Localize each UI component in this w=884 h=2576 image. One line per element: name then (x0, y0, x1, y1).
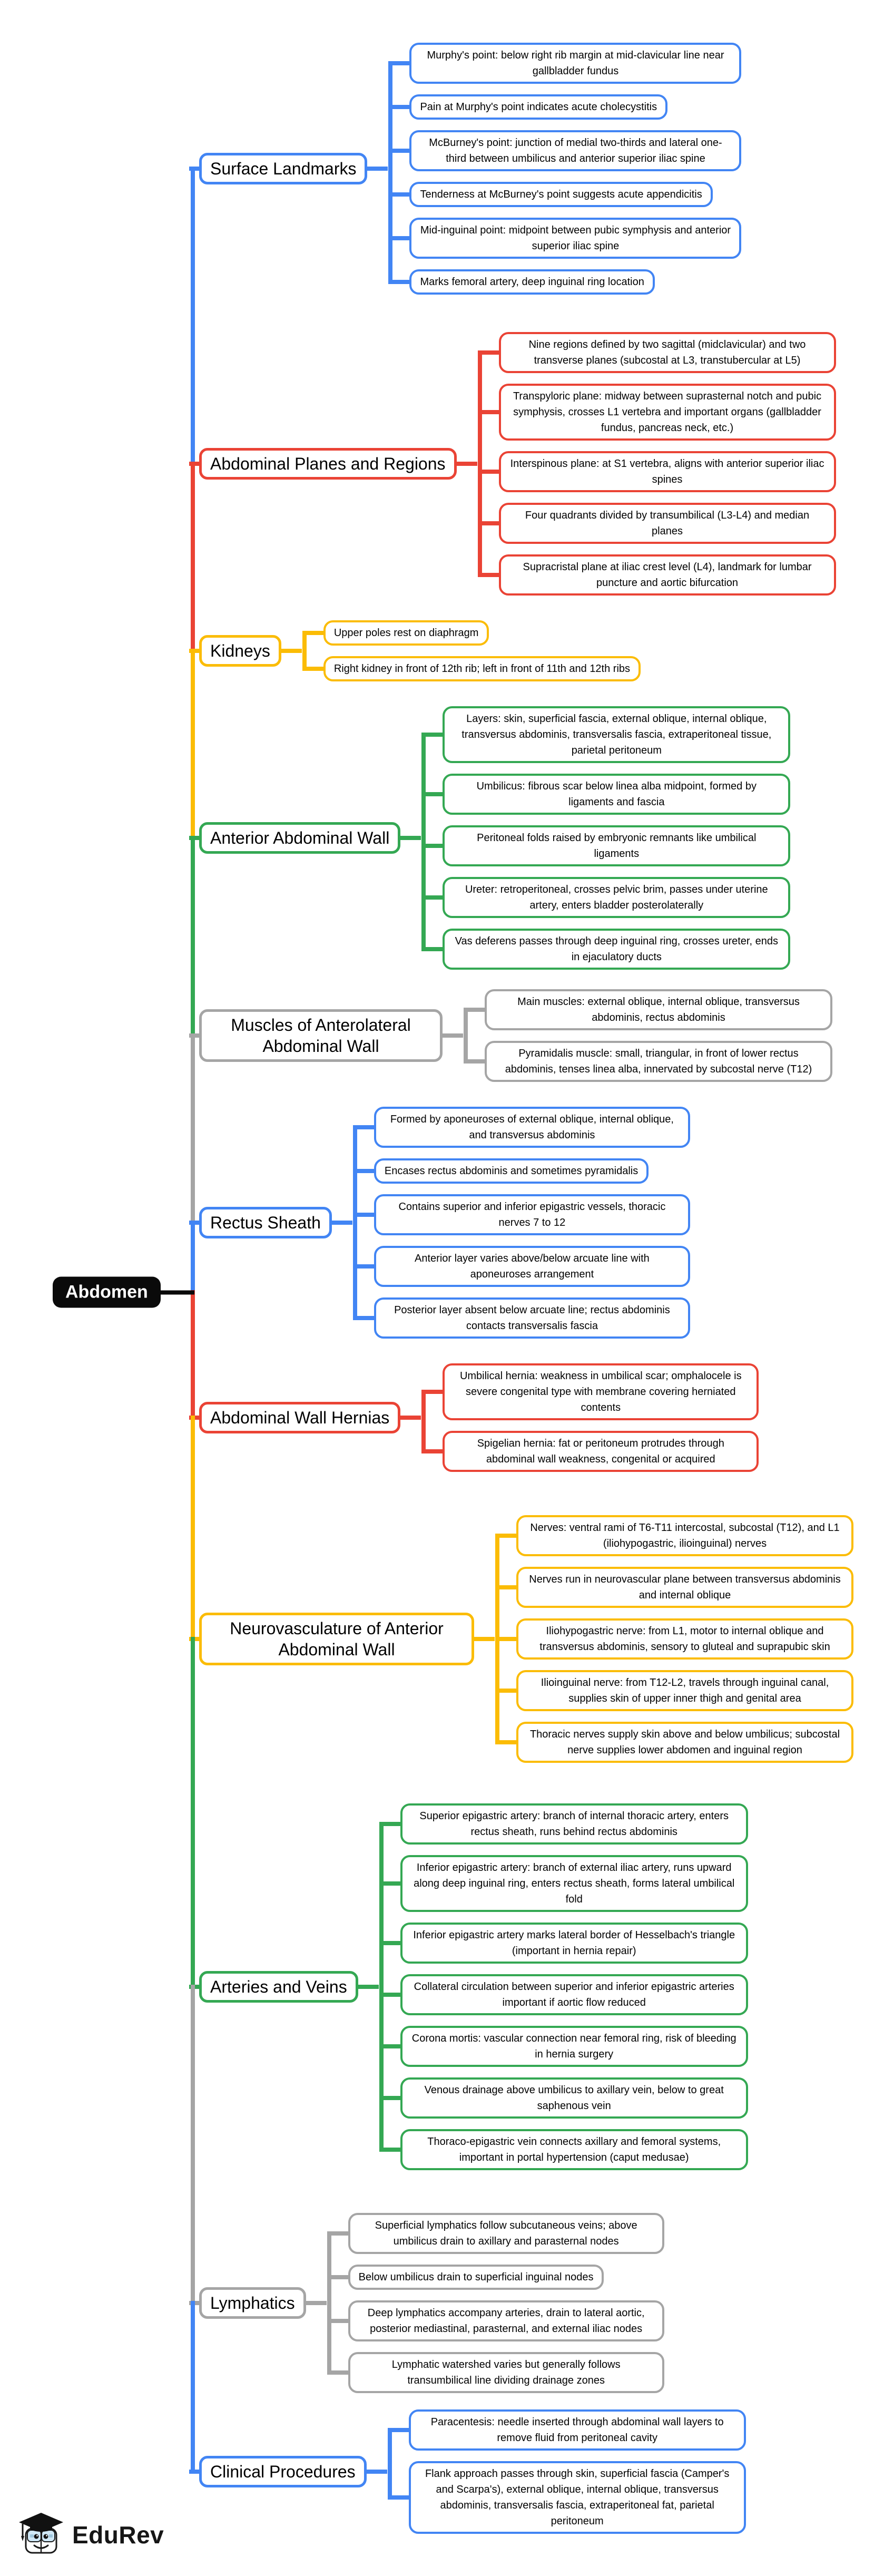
branch-lymphatics: Lymphatics Superficial lymphatics follow… (199, 2213, 664, 2393)
spine-segment (191, 2301, 195, 2474)
branch-label: Anterior Abdominal Wall (199, 822, 401, 854)
topic-node: Ureter: retroperitoneal, crosses pelvic … (443, 877, 791, 918)
branch-rectus-sheath: Rectus Sheath Formed by aponeuroses of e… (199, 1107, 690, 1339)
topic-node: Umbilical hernia: weakness in umbilical … (443, 1363, 759, 1420)
topic-node: Nerves run in neurovascular plane betwee… (516, 1567, 853, 1608)
branch-abdominal-wall-hernias: Abdominal Wall Hernias Umbilical hernia:… (199, 1363, 759, 1472)
spine-segment (191, 1985, 195, 2305)
branch-abdominal-planes-regions: Abdominal Planes and Regions Nine region… (199, 332, 836, 596)
connector-trunk (421, 733, 426, 951)
branch-surface-landmarks: Surface Landmarks Murphy's point: below … (199, 43, 742, 295)
topic-node: Peritoneal folds raised by embryonic rem… (443, 825, 791, 866)
connector-trunk (421, 1390, 426, 1453)
topic-node: Corona mortis: vascular connection near … (400, 2026, 748, 2067)
branch-neurovasculature-anterior-wall: Neurovasculature of Anterior Abdominal W… (199, 1515, 853, 1763)
branch-label: Clinical Procedures (199, 2456, 367, 2487)
branch-clinical-procedures: Clinical Procedures Paracentesis: needle… (199, 2409, 746, 2534)
branch-label: Lymphatics (199, 2287, 306, 2319)
topic-node: Tenderness at McBurney's point suggests … (409, 182, 713, 207)
topic-node: Vas deferens passes through deep inguina… (443, 929, 791, 970)
branch-label: Abdominal Wall Hernias (199, 1402, 401, 1433)
spine-segment (191, 649, 195, 840)
topic-node: Posterior layer absent below arcuate lin… (374, 1297, 690, 1339)
topic-node: Four quadrants divided by transumbilical… (498, 503, 836, 544)
branch-arteries-and-veins: Arteries and Veins Superior epigastric a… (199, 1803, 748, 2170)
connector-trunk (387, 2428, 392, 2500)
topic-node: Paracentesis: needle inserted through ab… (408, 2409, 746, 2451)
branch-label: Kidneys (199, 635, 281, 667)
branch-kidneys: Kidneys Upper poles rest on diaphragm Ri… (199, 620, 641, 681)
topic-node: Right kidney in front of 12th rib; left … (323, 656, 641, 681)
connector-trunk (302, 631, 307, 671)
connector-trunk (388, 61, 393, 284)
topic-node: McBurney's point: junction of medial two… (409, 130, 742, 171)
topic-node: Umbilicus: fibrous scar below linea alba… (443, 774, 791, 815)
topic-node: Supracristal plane at iliac crest level … (498, 554, 836, 596)
branch-label: Rectus Sheath (199, 1207, 332, 1238)
topic-node: Lymphatic watershed varies but generally… (348, 2352, 664, 2393)
topic-node: Ilioinguinal nerve: from T12-L2, travels… (516, 1670, 853, 1711)
branch-anterior-abdominal-wall: Anterior Abdominal Wall Layers: skin, su… (199, 706, 791, 970)
connector-trunk (352, 1125, 357, 1320)
topic-node: Inferior epigastric artery: branch of ex… (400, 1855, 748, 1912)
branch-label: Muscles of Anterolateral Abdominal Wall (199, 1009, 443, 1062)
spine-segment (191, 462, 195, 653)
edurev-logo: EduRev (17, 2511, 164, 2559)
spine-segment (191, 1221, 195, 1294)
branch-label: Surface Landmarks (199, 153, 368, 184)
logo-text: EduRev (72, 2521, 164, 2549)
branch-label: Neurovasculature of Anterior Abdominal W… (199, 1613, 474, 1665)
spine-segment (191, 1290, 195, 1420)
branch-label: Arteries and Veins (199, 1971, 358, 2003)
topic-node: Mid-inguinal point: midpoint between pub… (409, 218, 742, 259)
topic-node: Deep lymphatics accompany arteries, drai… (348, 2300, 664, 2341)
topic-node: Venous drainage above umbilicus to axill… (400, 2077, 748, 2119)
topic-node: Layers: skin, superficial fascia, extern… (443, 706, 791, 763)
topic-node: Pyramidalis muscle: small, triangular, i… (485, 1041, 832, 1082)
spine-segment (191, 167, 195, 466)
connector-trunk (477, 350, 482, 577)
spine-segment (191, 1416, 195, 1641)
topic-node: Pain at Murphy's point indicates acute c… (409, 94, 668, 120)
topic-node: Spigelian hernia: fat or peritoneum prot… (443, 1431, 759, 1472)
topic-node: Anterior layer varies above/below arcuat… (374, 1246, 690, 1287)
topic-node: Marks femoral artery, deep inguinal ring… (409, 269, 655, 295)
connector-trunk (464, 1008, 468, 1063)
topic-node: Superior epigastric artery: branch of in… (400, 1803, 748, 1845)
topic-node: Below umbilicus drain to superficial ing… (348, 2265, 604, 2290)
branch-muscles-anterolateral-wall: Muscles of Anterolateral Abdominal Wall … (199, 989, 832, 1082)
topic-node: Interspinous plane: at S1 vertebra, alig… (498, 451, 836, 492)
topic-node: Formed by aponeuroses of external obliqu… (374, 1107, 690, 1148)
graduation-cap-icon (17, 2511, 64, 2559)
topic-node: Thoracic nerves supply skin above and be… (516, 1722, 853, 1763)
connector-trunk (379, 1822, 384, 2152)
topic-node: Iliohypogastric nerve: from L1, motor to… (516, 1618, 853, 1660)
topic-node: Thoraco-epigastric vein connects axillar… (400, 2129, 748, 2170)
root-node-abdomen: Abdomen (53, 1276, 161, 1308)
spine-segment (191, 836, 195, 1038)
topic-node: Superficial lymphatics follow subcutaneo… (348, 2213, 664, 2254)
spine-segment (191, 1033, 195, 1225)
topic-node: Main muscles: external oblique, internal… (485, 989, 832, 1030)
topic-node: Inferior epigastric artery marks lateral… (400, 1923, 748, 1964)
topic-node: Encases rectus abdominis and sometimes p… (374, 1158, 649, 1184)
topic-node: Contains superior and inferior epigastri… (374, 1194, 690, 1235)
topic-node: Collateral circulation between superior … (400, 1974, 748, 2015)
connector-trunk (327, 2231, 331, 2375)
topic-node: Flank approach passes through skin, supe… (408, 2461, 746, 2534)
topic-node: Murphy's point: below right rib margin a… (409, 43, 742, 84)
branch-label: Abdominal Planes and Regions (199, 448, 457, 480)
topic-node: Upper poles rest on diaphragm (323, 620, 489, 646)
topic-node: Nine regions defined by two sagittal (mi… (498, 332, 836, 373)
topic-node: Nerves: ventral rami of T6-T11 intercost… (516, 1515, 853, 1556)
spine-segment (191, 1637, 195, 1989)
topic-node: Transpyloric plane: midway between supra… (498, 384, 836, 441)
